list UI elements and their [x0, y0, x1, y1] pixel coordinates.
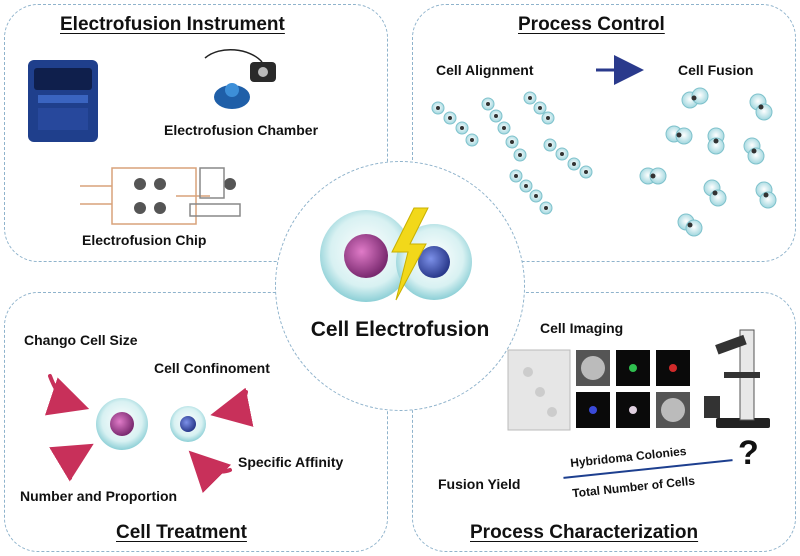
yield-label: Fusion Yield: [438, 476, 521, 492]
treatment-item-affinity: Specific Affinity: [238, 454, 344, 470]
process-characterization-title: Process Characterization: [470, 522, 699, 543]
chamber-label: Electrofusion Chamber: [164, 122, 319, 138]
curved-arrow-icon: [49, 443, 94, 482]
electrofusion-chamber-icon: [204, 48, 276, 109]
center-title: Cell Electrofusion: [310, 318, 490, 341]
treatment-item-confinement: Cell Confinoment: [154, 360, 270, 376]
question-icon: ?: [738, 434, 759, 472]
treatment-cell-large: [96, 398, 148, 450]
fusion-label: Cell Fusion: [678, 62, 754, 78]
electrofusion-instrument-icon: [28, 60, 98, 142]
treatment-cell-small: [170, 406, 206, 442]
curved-arrow-icon: [188, 450, 232, 494]
electrofusion-chip-icon: [80, 167, 241, 225]
microscope-icon: [704, 329, 770, 428]
chip-label: Electrofusion Chip: [82, 232, 207, 248]
lightning-icon: [391, 207, 429, 301]
treatment-item-size: Chango Cell Size: [24, 332, 138, 348]
cell-treatment-title: Cell Treatment: [116, 522, 247, 543]
curved-arrow-icon: [210, 387, 254, 427]
process-control-title: Process Control: [518, 14, 665, 35]
imaging-label: Cell Imaging: [540, 320, 624, 336]
alignment-label: Cell Alignment: [436, 62, 534, 78]
cell-imaging-panels: [507, 349, 690, 431]
central-nucleus-magenta: [344, 234, 388, 278]
cell-fusion-illustration: [639, 87, 777, 237]
central-nucleus-blue: [418, 246, 450, 278]
curved-arrow-icon: [44, 374, 90, 416]
instrument-title: Electrofusion Instrument: [60, 14, 285, 35]
cell-alignment-illustration: [431, 91, 593, 215]
treatment-item-proportion: Number and Proportion: [20, 488, 178, 504]
